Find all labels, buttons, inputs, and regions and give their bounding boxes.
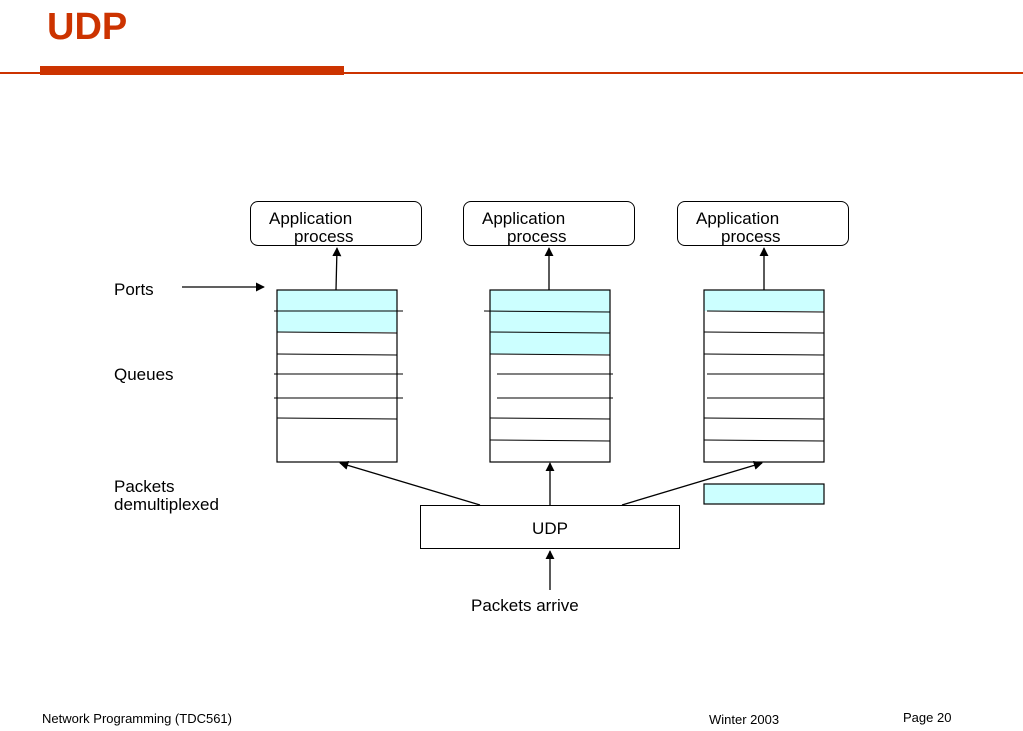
application-process-box-3: Application process	[677, 201, 849, 246]
footer-course: Network Programming (TDC561)	[42, 711, 232, 726]
queue-2-divider	[489, 331, 611, 334]
udp-box: UDP	[420, 505, 680, 549]
queue-1-divider	[276, 353, 398, 356]
queue-3-divider	[706, 310, 825, 313]
application-process-box-1: Application process	[250, 201, 422, 246]
packets-demultiplexed-label-line1: Packets	[114, 477, 175, 496]
queue-3-port-fill	[704, 290, 824, 311]
queue-3-outline	[703, 289, 825, 463]
queue-3-divider	[703, 417, 825, 420]
queue-2-outline	[489, 289, 611, 463]
queue-1	[274, 289, 403, 463]
arrow-queue1-to-app1	[332, 247, 342, 291]
queue-2	[483, 289, 613, 463]
footer-page-number: Page 20	[903, 710, 952, 725]
app-label-line1: Application	[269, 209, 353, 228]
queue-2-divider	[489, 417, 611, 420]
queue-3-divider	[703, 331, 825, 334]
queue-2-divider	[489, 353, 611, 356]
app-label-line1: Application	[696, 209, 780, 228]
app-label-line1: Application	[482, 209, 566, 228]
udp-label: UDP	[532, 519, 568, 538]
application-process-box-2: Application process	[463, 201, 635, 246]
title-rule	[0, 72, 1023, 74]
arrow-udp-to-queue3	[621, 460, 763, 506]
queue-3-divider	[703, 439, 825, 442]
queue-2-fill	[490, 290, 610, 354]
queue-1-divider	[276, 417, 398, 420]
queue-3-divider	[703, 353, 825, 356]
ports-label: Ports	[114, 280, 154, 299]
queue-1-divider	[276, 331, 398, 334]
slide-title: UDP	[47, 6, 128, 48]
packet-in-transit	[703, 483, 825, 505]
app-label-line2: process	[294, 227, 354, 246]
title-rule-accent	[40, 66, 344, 75]
packets-arrive-label: Packets arrive	[471, 596, 579, 615]
packets-demultiplexed-label-line2: demultiplexed	[114, 495, 219, 514]
app-label-line2: process	[507, 227, 567, 246]
queue-2-divider	[483, 310, 611, 313]
queue-1-outline	[276, 289, 398, 463]
queue-2-divider	[489, 439, 611, 442]
footer-term: Winter 2003	[709, 712, 780, 727]
queue-3	[703, 289, 825, 463]
app-label-line2: process	[721, 227, 781, 246]
queues-label: Queues	[114, 365, 174, 384]
arrow-udp-to-queue1	[339, 460, 481, 506]
